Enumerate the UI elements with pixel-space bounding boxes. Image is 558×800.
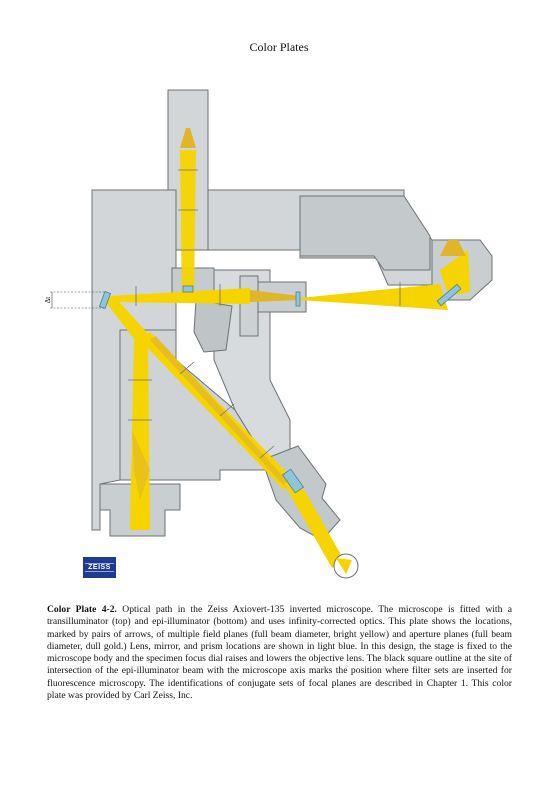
caption-lead: Color Plate 4-2. (47, 604, 117, 615)
optical-elements (98, 283, 462, 494)
caption-text: Optical path in the Zeiss Axiovert-135 i… (47, 604, 512, 702)
delta-t-label: Δt (44, 297, 52, 304)
microscope-optical-path-figure: Δt (44, 89, 493, 579)
lens-marks (128, 169, 401, 459)
figure-caption: Color Plate 4-2. Optical path in the Zei… (47, 604, 512, 702)
zeiss-logo: ZEISS (83, 557, 116, 578)
microscope-body (91, 89, 493, 541)
page-header: Color Plates (249, 40, 309, 54)
light-beams (104, 128, 470, 579)
delta-t-marker (50, 291, 104, 309)
